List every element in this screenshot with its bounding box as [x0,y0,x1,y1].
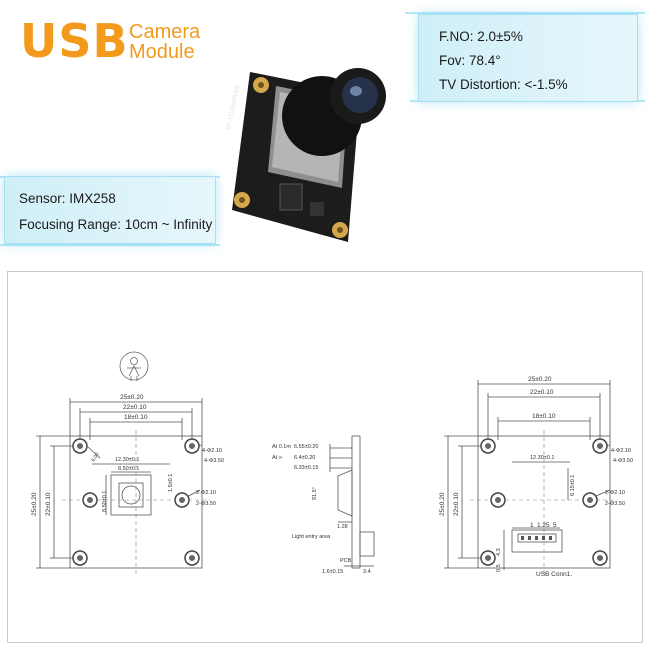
spec-panel-sensor: Sensor: IMX258 Focusing Range: 10cm ~ In… [4,176,216,244]
hole-center [179,497,185,503]
side-pcb-outline [351,435,361,569]
connector-component [279,183,303,211]
brand-logo: USB Camera Module [20,16,220,72]
side-connector [359,531,375,557]
technical-drawing-frame [7,271,643,643]
spec-panel-optics: F.NO: 2.0±5% Fov: 78.4° TV Distortion: <… [418,14,638,102]
back-conn-pin1: 1 [530,522,534,529]
front-dim-offset: 1.5±0.1 [168,474,174,492]
front-hole-label-1: 4-Φ2.10 [202,448,222,454]
front-dim-width-mid: 22±0.10 [123,404,147,411]
back-dim-conn-height: 4.3 [496,548,502,556]
spec-sensor: Sensor: IMX258 [19,191,116,206]
front-hole-label-2: 4-Φ3.50 [204,458,224,464]
side-light-entry: Light entry area [292,534,331,540]
spec-fov: Fov: 78.4° [439,53,501,68]
back-board-outline [477,435,611,569]
brand-usb-text: USB [20,14,129,68]
front-small-hole-label-2: 2-Φ3.50 [196,501,216,507]
brand-line-camera: Camera [129,21,201,43]
leader-line [87,446,101,459]
side-dim-01m: 6.55±0.20 [294,444,318,450]
side-dim-conn: 3.4 [363,569,371,575]
side-small-dim: 1.28 [337,524,348,530]
hole-center [485,555,491,561]
side-label-01m: At 0.1m [272,444,291,450]
front-dim-sensor-width: 8.50±0.1 [118,466,139,472]
hole-center [189,555,195,561]
back-usb-connector-inner [517,533,557,543]
side-lens-profile [337,469,353,517]
back-connector-pins [521,536,552,540]
spec-focus-range: Focusing Range: 10cm ~ Infinity [19,217,213,232]
back-dim-width-outer: 25±0.20 [528,376,552,383]
back-dim-height-outer: 25±0.20 [439,492,446,516]
back-conn-pin5: 5 [553,522,557,529]
back-usb-conn-label: USB Conn1. [536,571,572,578]
back-usb-connector [511,529,563,553]
hole-center [189,443,195,449]
side-angle: 91.5° [312,487,318,500]
front-dim-width-inner: 18±0.10 [124,414,148,421]
glow-line [0,244,220,246]
hole-center [87,497,93,503]
back-hole-label-1: 4-Φ2.10 [611,448,631,454]
side-label-inf: At ∞ [272,455,283,461]
hole-center [485,443,491,449]
lens-glass [342,77,378,113]
back-dim-width-inner: 18±0.10 [532,413,556,420]
mounting-hole-center [337,227,343,233]
front-sensor-inner [118,482,144,508]
front-dim-height-mid: 22±0.10 [45,492,52,516]
camera-module-photo: SF-YC258FR-V0 [226,68,386,242]
back-conn-pitch: 1.25 [537,522,550,529]
front-dim-sensor-height: 8.50±0.1 [102,491,108,512]
front-dim-width-outer: 25±0.20 [120,394,144,401]
front-dim-diag: 6.00 [91,451,101,463]
leader-line [595,489,611,497]
front-small-hole-label-1: 2-Φ2.10 [196,490,216,496]
glow-line [405,12,645,14]
back-hole-label-2: 4-Φ3.50 [613,458,633,464]
side-dim-base: 6.33±0.15 [294,465,318,471]
back-dim-height-mid: 22±0.10 [453,492,460,516]
back-small-hole-label-1: 2-Φ2.10 [605,490,625,496]
side-dim-inf: 6.4±0.20 [294,455,315,461]
mounting-hole-center [258,82,264,88]
back-dim-conn-base: 0.5 [496,564,502,572]
front-sensor-outline [110,474,152,516]
person-orientation-icon [119,351,149,381]
back-dim-hole-spacing: 12.30±0.1 [530,455,554,461]
front-dim-height-outer: 25±0.20 [31,492,38,516]
mounting-hole-center [239,197,245,203]
side-pcb-label: PCB [340,558,352,564]
front-dim-hole-spacing: 12.30±0.1 [115,457,139,463]
lens-reflection [350,86,362,96]
brand-line-module: Module [129,41,195,63]
spec-distortion: TV Distortion: <-1.5% [439,77,568,92]
back-small-hole-label-2: 2-Φ3.50 [605,501,625,507]
front-lens-circle [121,485,141,505]
hole-center [597,555,603,561]
hole-center [597,443,603,449]
hole-center [495,497,501,503]
chip-component [310,202,324,216]
hole-center [587,497,593,503]
hole-center [77,555,83,561]
front-board-outline [69,435,203,569]
back-dim-width-mid: 22±0.10 [530,389,554,396]
back-dim-offset: 6.15±0.1 [570,475,576,496]
spec-fno: F.NO: 2.0±5% [439,29,523,44]
hole-center [77,443,83,449]
side-dim-pcb: 1.6±0.15 [322,569,343,575]
